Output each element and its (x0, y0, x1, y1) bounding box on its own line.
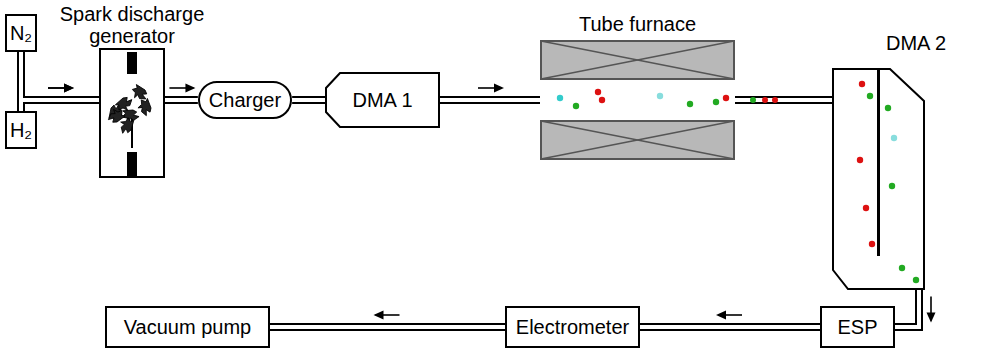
pipe-wall (640, 323, 820, 331)
node-label: H₂ (10, 119, 32, 142)
particles (750, 97, 778, 103)
connector-path (21, 52, 99, 100)
pipe-bore (270, 325, 505, 329)
gas-flow-connector (21, 52, 99, 100)
gas-flow-connector (21, 84, 99, 112)
pipe-wall (270, 323, 505, 331)
pipe-bore (640, 325, 820, 329)
pipe-bore (21, 52, 99, 100)
pipe-bore (895, 290, 919, 327)
pipe-bore (21, 100, 99, 111)
arrowhead (716, 311, 726, 320)
pipe-wall (440, 96, 540, 104)
arrowhead (927, 313, 936, 323)
furnace-drawing (540, 40, 735, 160)
arrowhead (374, 311, 384, 320)
pipe-wall (21, 100, 99, 111)
gas-flow-connector (640, 311, 820, 328)
arrowhead (64, 84, 74, 93)
node-label: DMA 1 (352, 89, 412, 112)
arrowhead (64, 84, 74, 93)
connector-path (21, 100, 99, 111)
node-label: Vacuum pump (124, 316, 251, 339)
spark-electrodes (101, 50, 163, 176)
arrowhead (494, 84, 504, 93)
tube-furnace: Tube furnace (540, 40, 735, 160)
connector-path (292, 100, 325, 101)
connector-path (165, 100, 198, 101)
connector-path (440, 100, 540, 101)
node-label: N₂ (10, 22, 32, 45)
connector-path (735, 100, 832, 101)
process-box: Electrometer (505, 306, 640, 348)
pipe-wall (735, 96, 832, 104)
charger-box: Charger (198, 81, 292, 119)
pipe-wall (21, 52, 99, 100)
connector-path (895, 290, 919, 327)
gas-flow-connector (165, 84, 198, 101)
node-heading: Tube furnace (579, 13, 696, 35)
node-label: Charger (209, 89, 281, 112)
node-heading: DMA 2 (886, 32, 946, 54)
pipe-bore (440, 98, 540, 102)
gas-bottle: H₂ (5, 111, 37, 149)
gas-flow-connector (440, 84, 540, 101)
arrowhead (185, 84, 195, 93)
node-label: Electrometer (516, 316, 629, 339)
gas-bottle: N₂ (5, 14, 37, 52)
process-box: Vacuum pump (105, 306, 270, 348)
dma-box: DMA 1 (325, 72, 440, 128)
node-heading: Spark discharge generator (47, 3, 217, 47)
connector-path (640, 327, 820, 328)
process-box: ESP (820, 306, 895, 348)
gas-flow-connector (292, 100, 325, 101)
connector-path (270, 327, 505, 328)
pipe-wall (292, 96, 325, 104)
pipe-bore (165, 98, 198, 102)
pipe-bore (292, 98, 325, 102)
node-label: ESP (837, 316, 877, 339)
pipe-bore (735, 98, 832, 102)
pipe-wall (165, 96, 198, 104)
gas-flow-connector (270, 311, 505, 328)
spark-generator: Spark discharge generator (99, 48, 165, 178)
dma-outline (832, 68, 925, 290)
dma-column: DMA 2 (832, 68, 925, 290)
pipe-wall (895, 290, 919, 327)
gas-flow-connector (895, 290, 936, 327)
gas-flow-connector (735, 100, 832, 101)
